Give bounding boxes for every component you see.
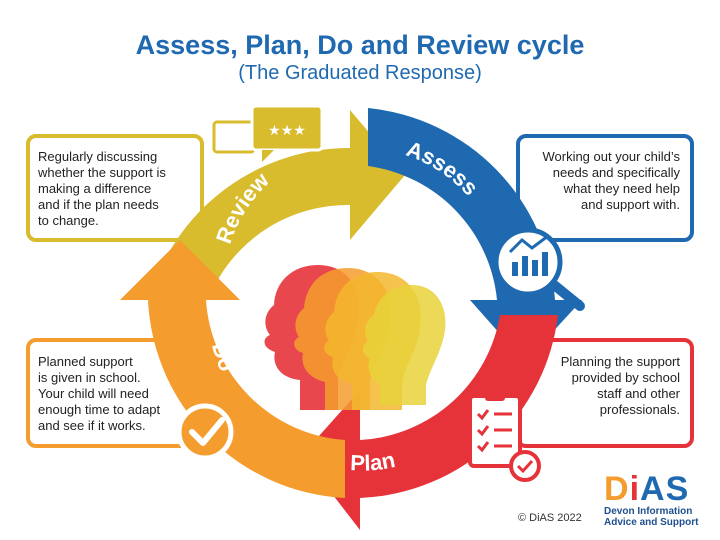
- review-description: Regularly discussing whether the support…: [38, 149, 166, 228]
- do-description: Planned support is given in school. Your…: [38, 354, 161, 433]
- svg-text:★★★: ★★★: [268, 123, 306, 139]
- dias-logo: DiAS Devon Information Advice and Suppor…: [604, 472, 698, 528]
- review-arrow: [152, 110, 405, 300]
- review-description-box: [26, 134, 204, 242]
- logo-letter: A: [640, 470, 666, 508]
- head-silhouettes-icon: [264, 265, 446, 410]
- clipboard-checklist-icon: [468, 389, 541, 482]
- svg-text:Plan: Plan: [350, 447, 397, 476]
- logo-subtext: Devon Information Advice and Support: [604, 506, 699, 528]
- assess-description: Working out your child’s needs and speci…: [542, 149, 680, 212]
- logo-wordmark: DiAS: [604, 472, 698, 506]
- plan-arrow: [302, 315, 558, 530]
- speech-bubble-stars-icon: ★★★: [212, 104, 324, 162]
- logo-letter: i: [629, 470, 641, 508]
- logo-letter: S: [665, 470, 690, 508]
- assess-description-box: [516, 134, 694, 242]
- copyright-text: © DiAS 2022: [518, 512, 582, 524]
- do-arrow: [120, 240, 345, 498]
- page-title: Assess, Plan, Do and Review cycle: [135, 30, 585, 60]
- plan-label: Plan: [350, 447, 397, 476]
- assess-arrow: [368, 108, 582, 362]
- page-subtitle: (The Graduated Response): [238, 62, 482, 84]
- logo-letter: D: [604, 470, 630, 508]
- checkmark-circle-icon: [176, 403, 234, 461]
- plan-description: Planning the support provided by school …: [560, 354, 680, 417]
- magnifier-chart-icon: [493, 227, 585, 311]
